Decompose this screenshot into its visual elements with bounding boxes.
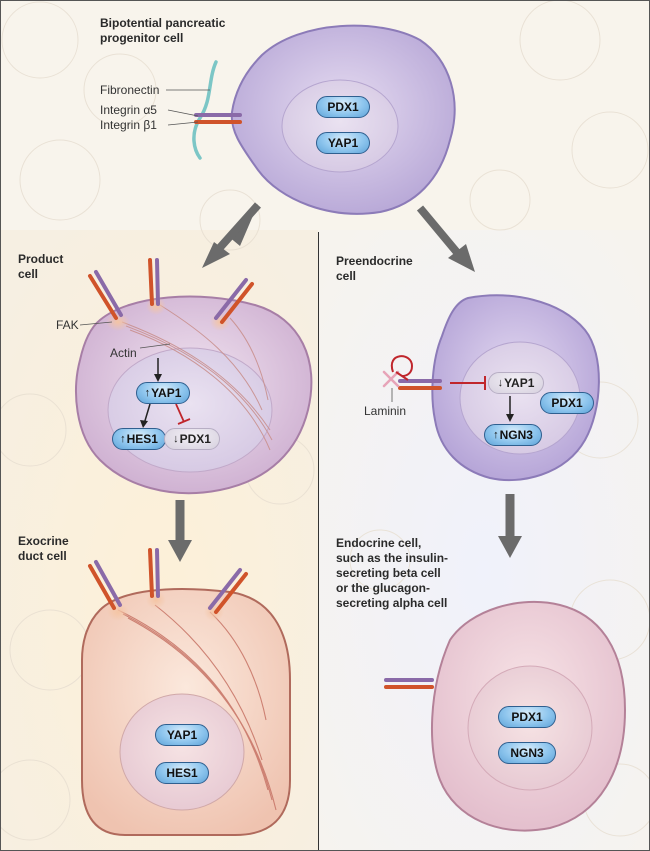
- marker-pdx1-progenitor: PDX1: [316, 96, 370, 118]
- marker-pdx1-product: ↓PDX1: [164, 428, 220, 450]
- marker-yap1-product: ↑YAP1: [136, 382, 190, 404]
- marker-hes1-product: ↑HES1: [112, 428, 166, 450]
- marker-ngn3-endocrine: NGN3: [498, 742, 556, 764]
- exocrine-label-line2: duct cell: [18, 549, 67, 563]
- endocrine-label-line4: or the glucagon-: [336, 581, 430, 595]
- marker-hes1-product-text: HES1: [126, 432, 158, 446]
- marker-yap1-preendocrine-text: YAP1: [504, 376, 535, 390]
- product-label-line1: Product: [18, 252, 64, 266]
- product-nucleus: [107, 347, 273, 473]
- preendocrine-label: Preendocrine cell: [336, 254, 413, 284]
- down-arrow-icon: ↓: [173, 433, 179, 445]
- marker-yap1-exocrine: YAP1: [155, 724, 209, 746]
- progenitor-label: Bipotential pancreatic progenitor cell: [100, 16, 225, 46]
- exocrine-label: Exocrine duct cell: [18, 534, 69, 564]
- product-label-line2: cell: [18, 267, 39, 281]
- integrin-beta1-label: Integrin β1: [100, 118, 157, 132]
- fibronectin-label: Fibronectin: [100, 83, 160, 97]
- marker-hes1-exocrine: HES1: [155, 762, 209, 784]
- marker-yap1-progenitor: YAP1: [316, 132, 370, 154]
- down-arrow-icon: ↓: [497, 377, 504, 389]
- marker-pdx1-preendocrine: PDX1: [540, 392, 594, 414]
- up-arrow-icon: ↑: [144, 387, 151, 399]
- endocrine-label-line5: secreting alpha cell: [336, 596, 448, 610]
- actin-fibers-exocrine: [117, 604, 277, 811]
- integrin-dimer-progenitor: [194, 113, 242, 124]
- progenitor-label-line1: Bipotential pancreatic: [100, 16, 226, 30]
- integrin-exocrine-1: [88, 560, 122, 610]
- exocrine-label-line1: Exocrine: [18, 534, 69, 548]
- integrin-alpha5-label: Integrin α5: [100, 103, 157, 117]
- marker-ngn3-preendocrine-text: NGN3: [499, 428, 533, 442]
- integrin-product-2: [148, 258, 160, 306]
- actin-fibers: [121, 304, 273, 451]
- integrin-product-1: [88, 270, 123, 320]
- progenitor-label-line2: progenitor cell: [100, 31, 184, 45]
- marker-yap1-preendocrine: ↓YAP1: [488, 372, 544, 394]
- marker-pdx1-product-text: PDX1: [179, 432, 211, 446]
- laminin-label: Laminin: [364, 404, 407, 418]
- marker-ngn3-preendocrine: ↑NGN3: [484, 424, 542, 446]
- endocrine-label-line1: Endocrine cell,: [336, 536, 422, 550]
- exocrine-nucleus: [119, 693, 245, 811]
- fak-label: FAK: [56, 318, 79, 332]
- laminin-icon: [382, 370, 400, 388]
- fibronectin-fiber: [192, 60, 218, 160]
- endocrine-label: Endocrine cell, such as the insulin- sec…: [336, 536, 448, 611]
- arrow-to-endocrine: [498, 494, 522, 558]
- actin-label: Actin: [110, 346, 137, 360]
- endocrine-label-line3: secreting beta cell: [336, 566, 441, 580]
- product-label: Product cell: [18, 252, 63, 282]
- arrow-to-product: [202, 202, 261, 268]
- arrow-to-exocrine: [168, 500, 192, 562]
- integrin-exocrine-3: [208, 568, 248, 614]
- integrin-product-3: [214, 278, 254, 324]
- endocrine-label-line2: such as the insulin-: [336, 551, 449, 565]
- arrow-to-preendocrine: [416, 205, 475, 272]
- integrin-exocrine-2: [148, 548, 160, 598]
- progenitor-nucleus: [281, 79, 399, 173]
- preendocrine-label-line1: Preendocrine: [336, 254, 413, 268]
- up-arrow-icon: ↑: [120, 433, 126, 445]
- up-arrow-icon: ↑: [493, 429, 499, 441]
- integrin-preendocrine: [398, 379, 442, 390]
- marker-yap1-product-text: YAP1: [151, 386, 182, 400]
- endocrine-nucleus: [467, 665, 593, 791]
- integrin-endocrine: [384, 678, 434, 689]
- marker-pdx1-endocrine: PDX1: [498, 706, 556, 728]
- preendocrine-label-line2: cell: [336, 269, 357, 283]
